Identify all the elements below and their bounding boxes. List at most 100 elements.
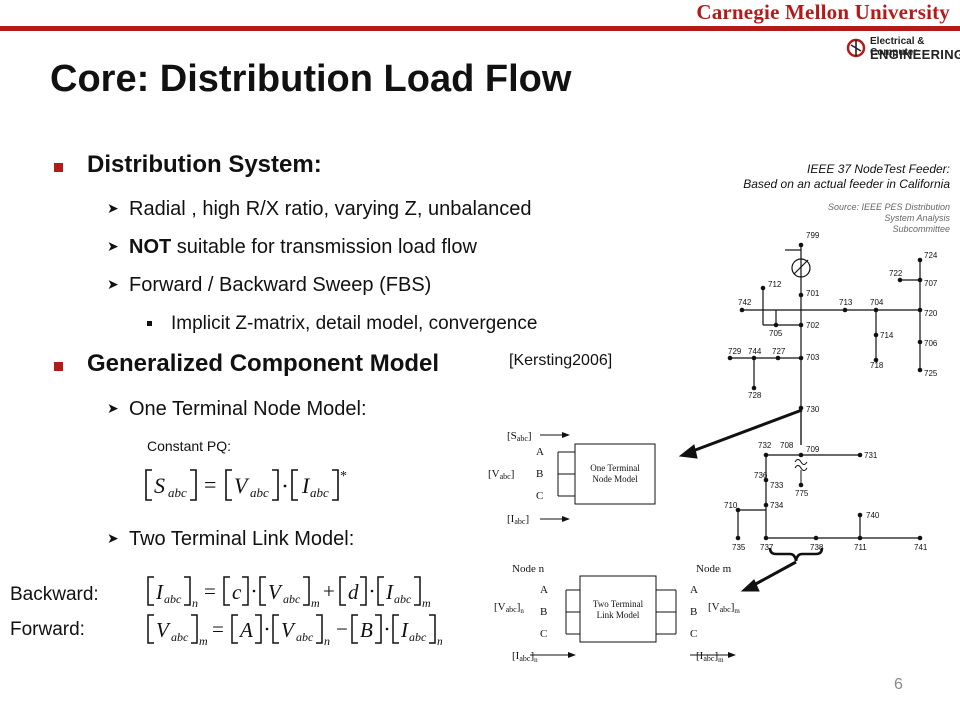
in-close: ]	[530, 650, 534, 662]
two-terminal-link-diagram: Node n Node m [Vabc]n [Vabc]m [Iabc]n [I…	[494, 563, 740, 664]
node-label: 705	[769, 329, 783, 338]
svg-text:abc: abc	[283, 592, 301, 606]
node-label: 708	[780, 441, 794, 450]
two-terminal-label2: Link Model	[597, 610, 640, 620]
node-label: 713	[839, 298, 853, 307]
svg-text:m: m	[437, 634, 442, 648]
bullet-implicit-z: Implicit Z-matrix, detail model, converg…	[171, 313, 538, 334]
sub-sub-bullet-marker	[147, 321, 152, 326]
svg-text:[Iabc]: [Iabc]	[507, 513, 529, 526]
s-abc-sub: abc	[517, 434, 529, 443]
node-label: 728	[748, 391, 762, 400]
node-label: 702	[806, 321, 820, 330]
phase-a-label: A	[536, 446, 544, 458]
svg-text:=: =	[204, 579, 216, 603]
svg-text:c: c	[232, 580, 242, 604]
im-sub: abc	[703, 654, 715, 663]
node-label: 738	[810, 543, 824, 552]
vn-label-open: [V	[494, 601, 506, 613]
node-label: 744	[748, 347, 762, 356]
svg-text:abc: abc	[310, 485, 329, 500]
node-label: 724	[924, 251, 938, 260]
node-label: 736	[754, 471, 768, 480]
node-label: 710	[724, 501, 738, 510]
node-label: 737	[760, 543, 774, 552]
node-label: 734	[770, 501, 784, 510]
phase-b-right: B	[690, 606, 697, 618]
node-label: 707	[924, 279, 938, 288]
phase-b-label: B	[536, 468, 543, 480]
header-bar	[0, 26, 960, 31]
svg-text:abc: abc	[171, 630, 189, 644]
v-abc-label-open: [V	[488, 468, 500, 480]
in-label-open: [I	[512, 650, 520, 662]
svg-text:V: V	[268, 580, 283, 604]
svg-text:d: d	[348, 580, 359, 604]
backward-label: Backward:	[10, 584, 99, 605]
node-n-label: Node n	[512, 563, 545, 575]
v-abc-sub: abc	[500, 472, 512, 481]
node-label: 704	[870, 298, 884, 307]
svg-text:V: V	[156, 618, 171, 642]
node-label: 732	[758, 441, 772, 450]
svg-text:m: m	[199, 634, 208, 648]
not-suitable-rest: suitable for transmission load flow	[171, 236, 477, 258]
vm-label-open: [V	[708, 601, 720, 613]
node-label: 729	[728, 347, 742, 356]
phase-a-left: A	[540, 584, 548, 596]
s-abc-label-open: [S	[507, 430, 517, 442]
s-abc-close: ]	[528, 430, 532, 442]
svg-text:A: A	[238, 618, 253, 642]
two-terminal-label1: Two Terminal	[593, 599, 644, 609]
svg-text:m: m	[311, 596, 320, 610]
svg-text:=: =	[204, 472, 216, 497]
node-label: 731	[864, 451, 878, 460]
forward-label: Forward:	[10, 619, 85, 640]
svg-text:n: n	[192, 596, 198, 610]
node-label: 735	[732, 543, 746, 552]
node-label: 730	[806, 405, 820, 414]
svg-text:B: B	[360, 618, 373, 642]
node-label: 799	[806, 231, 820, 240]
svg-text:abc: abc	[409, 630, 427, 644]
feeder-source-line2: System Analysis	[884, 213, 950, 223]
node-label: 741	[914, 543, 928, 552]
svg-text:[Vabc]m: [Vabc]m	[708, 601, 740, 615]
bullet-generalized-model: Generalized Component Model	[87, 350, 440, 377]
feeder-caption-line1: IEEE 37 NodeTest Feeder:	[807, 162, 950, 176]
svg-text:V: V	[234, 473, 250, 498]
ece-logo: Electrical & Computer ENGINEERING	[845, 35, 960, 63]
ece-dept-line2: ENGINEERING	[870, 47, 960, 62]
svg-text:I: I	[385, 580, 394, 604]
sub-bullet-arrow-icon: ➤	[107, 530, 119, 546]
svg-text:[Iabc]n: [Iabc]n	[512, 650, 538, 664]
svg-text:*: *	[340, 469, 347, 484]
constant-pq-label: Constant PQ:	[147, 438, 232, 454]
sub-bullet-arrow-icon: ➤	[107, 238, 119, 254]
node-label: 714	[880, 331, 894, 340]
node-label: 701	[806, 289, 820, 298]
svg-text:I: I	[155, 580, 164, 604]
page-number: 6	[894, 676, 903, 693]
node-label: 722	[889, 269, 903, 278]
vm-close: ]	[731, 601, 735, 613]
feeder-caption-line2: Based on an actual feeder in California	[743, 177, 950, 191]
svg-text:I: I	[301, 473, 311, 498]
i-abc-sub: abc	[514, 517, 526, 526]
node-label: 775	[795, 489, 809, 498]
feeder-source-line3: Subcommittee	[892, 224, 950, 234]
svg-text:[Vabc]n: [Vabc]n	[494, 601, 524, 615]
vn-close: ]	[517, 601, 521, 613]
node-label: 718	[870, 361, 884, 370]
svg-text:m: m	[422, 596, 431, 610]
im-close: ]	[714, 650, 718, 662]
i-abc-close: ]	[525, 513, 529, 525]
svg-text:abc: abc	[164, 592, 182, 606]
phase-b-left: B	[540, 606, 547, 618]
university-logo-text: Carnegie Mellon University	[696, 0, 950, 24]
node-label: 740	[866, 511, 880, 520]
svg-text:abc: abc	[296, 630, 314, 644]
node-label: 725	[924, 369, 938, 378]
ieee37-feeder-diagram: 799 724 722 707 712 701 713 704 742 705 …	[724, 231, 938, 552]
